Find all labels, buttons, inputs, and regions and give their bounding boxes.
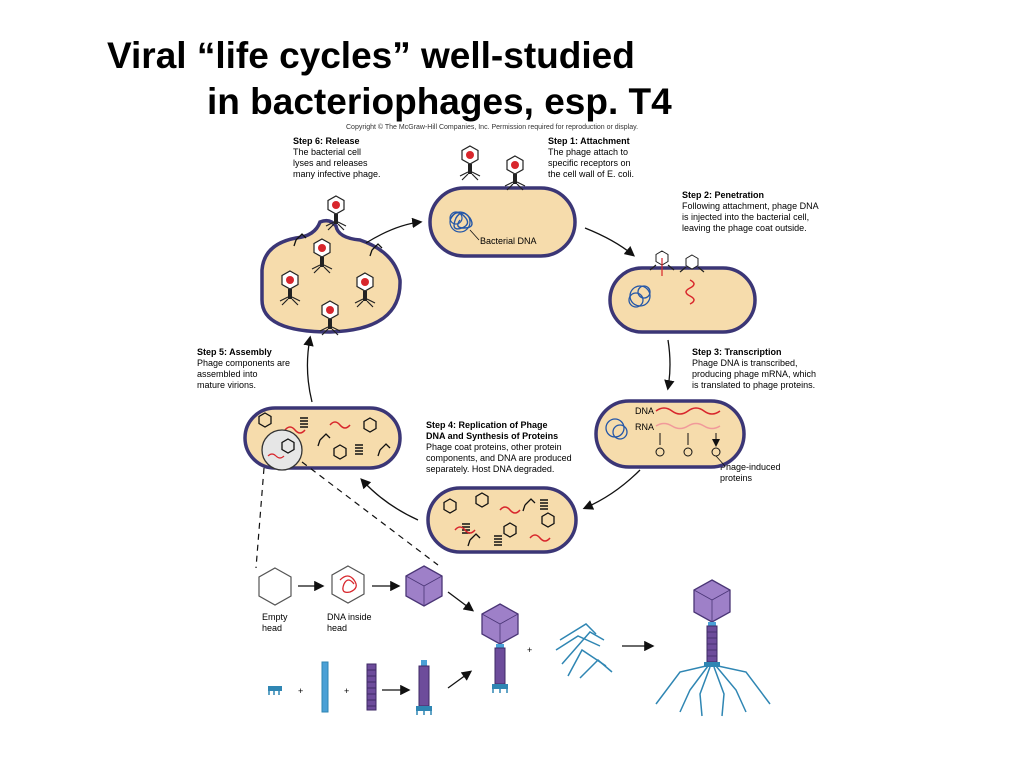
tail-fibers-icon — [555, 623, 613, 679]
phage-induced-proteins-label: Phage-induced proteins — [720, 462, 781, 483]
step3-cell: DNA RNA — [594, 399, 746, 469]
step3-label: Step 3: Transcription Phage DNA is trans… — [692, 347, 816, 391]
step5-cell — [243, 406, 402, 471]
step5-label: Step 5: Assembly Phage components are as… — [197, 347, 290, 391]
svg-text:+: + — [344, 686, 349, 696]
step2-label: Step 2: Penetration Following attachment… — [682, 190, 819, 234]
step4-cell — [426, 486, 578, 554]
cycle-arrows — [303, 217, 675, 521]
tail-sheath-icon — [366, 663, 377, 711]
dna-head-icon — [331, 565, 365, 604]
tail-core-icon — [321, 661, 329, 713]
step2-cell — [608, 250, 757, 334]
assembly-row-heads — [258, 565, 475, 612]
title-line-2: in bacteriophages, esp. T4 — [207, 81, 672, 122]
step3-heading: Step 3: Transcription — [692, 347, 782, 357]
complete-phage-icon — [655, 579, 771, 717]
step2-heading: Step 2: Penetration — [682, 190, 765, 200]
step4-heading: Step 4: Replication of Phage DNA and Syn… — [426, 420, 559, 441]
step1-text: The phage attach to specific receptors o… — [548, 147, 635, 179]
dna-inside-head-label: DNA inside head — [327, 612, 372, 633]
step1-label: Step 1: Attachment The phage attach to s… — [548, 136, 634, 180]
dna-label: DNA — [635, 406, 654, 416]
bacterial-dna-label: Bacterial DNA — [480, 236, 537, 246]
head-tail-assembly — [481, 603, 519, 693]
baseplate-icon — [268, 686, 282, 695]
svg-text:+: + — [527, 645, 532, 655]
step6-text: The bacterial cell lyses and releases ma… — [293, 147, 381, 179]
empty-head-icon — [258, 567, 292, 606]
magnifier-guides — [255, 461, 439, 569]
step4-label: Step 4: Replication of Phage DNA and Syn… — [426, 420, 572, 475]
step3-text: Phage DNA is transcribed, producing phag… — [692, 358, 817, 390]
step6-heading: Step 6: Release — [293, 136, 360, 146]
copyright-notice: Copyright © The McGraw-Hill Companies, I… — [346, 124, 639, 131]
step5-heading: Step 5: Assembly — [197, 347, 272, 357]
empty-head-label: Empty head — [262, 612, 288, 633]
title-line-1: Viral “life cycles” well-studied — [107, 35, 635, 76]
assembly-row-tail: + + — [268, 660, 473, 715]
step6-cell — [260, 195, 402, 336]
step6-label: Step 6: Release The bacterial cell lyses… — [293, 136, 381, 180]
rna-label: RNA — [635, 422, 654, 432]
step2-text: Following attachment, phage DNA is injec… — [682, 201, 819, 233]
svg-text:+: + — [298, 686, 303, 696]
phage-icon — [459, 145, 481, 181]
assembled-tail-icon — [416, 660, 432, 715]
step1-cell: Bacterial DNA — [428, 145, 577, 258]
step5-text: Phage components are assembled into matu… — [197, 358, 291, 390]
phage-icon — [504, 155, 526, 191]
step4-text: Phage coat proteins, other protein compo… — [426, 442, 572, 474]
step1-heading: Step 1: Attachment — [548, 136, 630, 146]
